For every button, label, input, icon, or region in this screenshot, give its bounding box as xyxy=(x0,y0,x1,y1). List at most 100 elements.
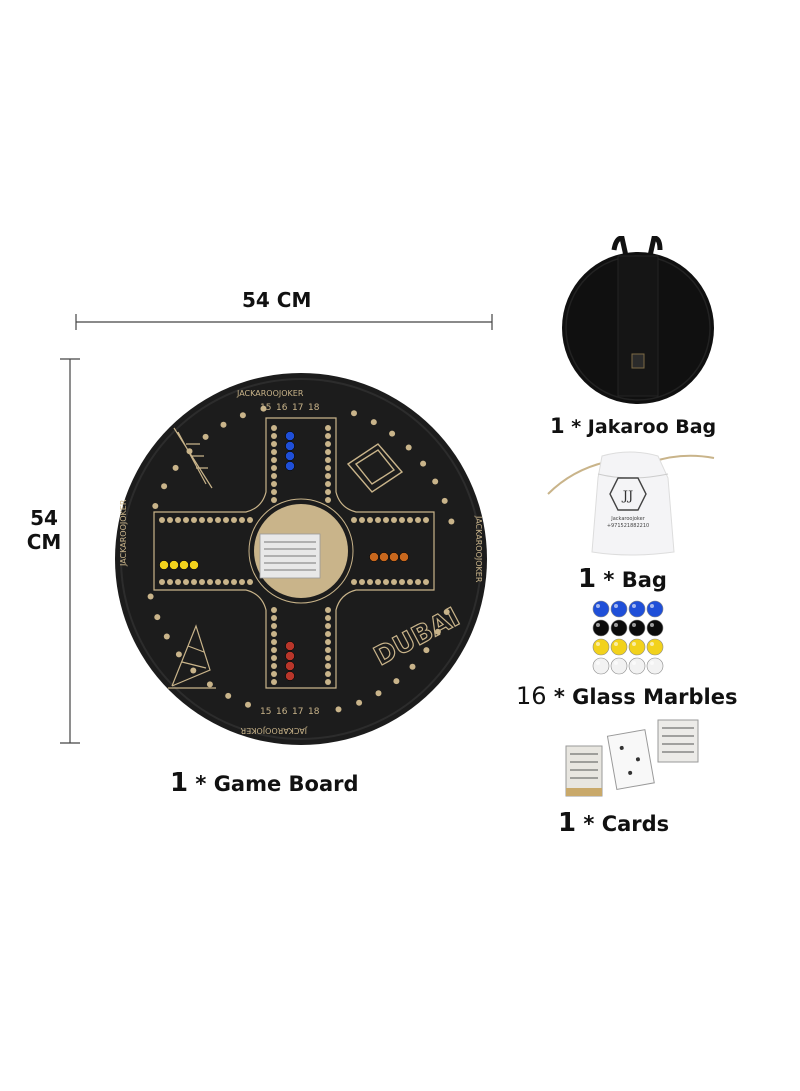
board-hole xyxy=(393,678,400,685)
track-number: 17 xyxy=(292,707,303,717)
board-marble xyxy=(379,552,389,562)
center-card-deck xyxy=(259,533,321,579)
card-box-left xyxy=(565,745,603,797)
board-hole xyxy=(325,679,331,685)
glass-marbles-image xyxy=(592,600,664,675)
board-hole xyxy=(375,690,382,697)
board-hole xyxy=(191,579,197,585)
board-hole xyxy=(448,518,455,525)
board-hole xyxy=(175,651,182,658)
yellow-marble xyxy=(628,638,646,656)
cards-caption: 1 * Cards xyxy=(558,808,669,838)
board-hole xyxy=(434,628,441,635)
board-hole xyxy=(159,579,165,585)
bag-logo-patch xyxy=(631,353,645,369)
burj-al-arab-landmark-icon xyxy=(168,624,216,689)
board-hole xyxy=(325,433,331,439)
white-marble xyxy=(592,657,610,675)
pouch-line2: +971521882210 xyxy=(607,523,649,529)
board-hole xyxy=(325,607,331,613)
track-number: 16 xyxy=(276,403,288,413)
marbles-caption: 16 * Glass Marbles xyxy=(516,682,737,710)
board-hole xyxy=(325,663,331,669)
track-number: 18 xyxy=(308,707,320,717)
board-hole xyxy=(389,430,396,437)
blue-marble xyxy=(628,600,646,618)
board-hole xyxy=(432,478,439,485)
game-board-image: DUBAI JACKAROOJOKER JACKAROOJOKER JACKAR… xyxy=(115,373,487,745)
board-hole xyxy=(325,671,331,677)
brand-text-bottom: JACKAROOJOKER xyxy=(240,726,308,735)
height-label-value: 54 xyxy=(30,506,58,530)
board-hole xyxy=(409,663,416,670)
board-hole xyxy=(325,473,331,479)
white-marble xyxy=(628,657,646,675)
board-marble xyxy=(369,552,379,562)
board-hole xyxy=(271,671,277,677)
board-hole xyxy=(154,614,161,621)
board-hole xyxy=(271,489,277,495)
board-hole xyxy=(356,699,363,706)
board-hole xyxy=(415,517,421,523)
board-hole xyxy=(271,679,277,685)
board-hole xyxy=(190,667,197,674)
board-marble xyxy=(169,560,179,570)
board-hole xyxy=(247,517,253,523)
brand-text-left: JACKAROOJOKER xyxy=(119,499,128,567)
track-number: 15 xyxy=(260,707,271,717)
board-hole xyxy=(391,579,397,585)
board-hole xyxy=(215,579,221,585)
board-hole xyxy=(161,483,168,490)
board-hole xyxy=(159,517,165,523)
marbles-qty: 16 xyxy=(516,682,547,710)
board-hole xyxy=(335,706,342,713)
board-hole xyxy=(325,497,331,503)
board-hole xyxy=(271,433,277,439)
jakaroo-bag-image xyxy=(562,236,714,404)
board-hole xyxy=(271,631,277,637)
board-hole xyxy=(183,579,189,585)
board-hole xyxy=(271,623,277,629)
board-hole xyxy=(260,405,267,412)
game-board-caption: 1 * Game Board xyxy=(170,768,359,798)
track-number: 15 xyxy=(260,403,271,413)
board-hole xyxy=(325,655,331,661)
board-hole xyxy=(271,647,277,653)
board-hole xyxy=(175,517,181,523)
board-hole xyxy=(231,517,237,523)
jakaroo-bag-caption: 1 * Jakaroo Bag xyxy=(550,414,716,438)
board-hole xyxy=(152,503,159,509)
board-hole xyxy=(351,410,357,417)
board-hole xyxy=(391,517,397,523)
black-marble xyxy=(610,619,628,637)
board-hole xyxy=(239,579,245,585)
board-hole xyxy=(163,633,170,640)
card-box-right xyxy=(657,719,699,763)
board-marble xyxy=(159,560,169,570)
board-hole xyxy=(423,517,429,523)
board-hole xyxy=(215,517,221,523)
board-hole xyxy=(206,681,213,688)
jakaroo-bag-qty: 1 xyxy=(550,414,565,438)
board-hole xyxy=(271,473,277,479)
board-hole xyxy=(423,647,430,654)
board-hole xyxy=(420,460,427,467)
black-marble xyxy=(646,619,664,637)
frame-landmark-icon xyxy=(346,443,404,493)
board-hole xyxy=(271,465,277,471)
board-hole xyxy=(220,421,227,428)
board-hole xyxy=(207,517,213,523)
board-hole xyxy=(247,579,253,585)
board-hole xyxy=(443,609,450,615)
board-hole xyxy=(223,579,229,585)
board-hole xyxy=(199,517,205,523)
board-hole xyxy=(147,593,154,600)
cards-label: * Cards xyxy=(583,812,670,836)
board-marble xyxy=(179,560,189,570)
board-hole xyxy=(325,441,331,447)
board-hole xyxy=(325,489,331,495)
board-hole xyxy=(245,701,251,708)
board-hole xyxy=(351,517,357,523)
board-hole xyxy=(239,517,245,523)
